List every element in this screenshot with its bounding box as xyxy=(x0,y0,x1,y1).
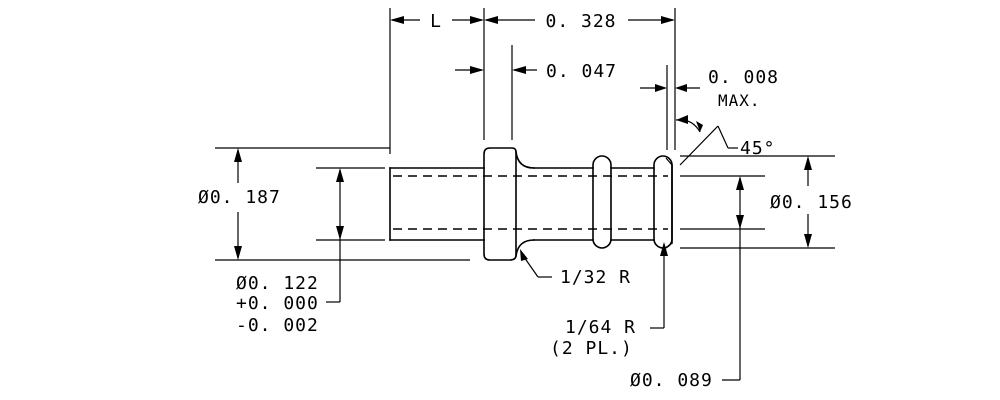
angle-chamfer-extension xyxy=(679,125,719,166)
dim-122-label: Ø0. 122 xyxy=(236,273,319,294)
dim-187-arrow-bottom xyxy=(234,246,242,260)
dimension-tip-chamfer: 0. 008 MAX. xyxy=(640,67,779,110)
part-outline xyxy=(389,147,673,261)
dim-l-arrow-left xyxy=(390,16,404,24)
dim-008-arrow-right xyxy=(675,84,687,92)
dim-187-label: Ø0. 187 xyxy=(198,187,281,208)
dim-089-arrow-top xyxy=(736,176,744,190)
fillet-leader-arrow xyxy=(520,249,528,261)
tip-chamfer-bottom xyxy=(665,242,673,249)
angle-arrow-top xyxy=(676,115,688,124)
groove-radius-label: 1/64 R xyxy=(565,317,636,338)
dim-089-arrow-bottom xyxy=(736,215,744,229)
dimension-collar-width: 0. 047 xyxy=(455,61,617,82)
dim-122-tol-minus: -0. 002 xyxy=(236,315,319,336)
dimension-bore-diameter: Ø0. 089 xyxy=(630,176,744,391)
dim-156-arrow-bottom xyxy=(804,234,812,248)
note-groove-radius: 1/64 R (2 PL.) xyxy=(550,242,668,359)
groove-2 xyxy=(653,155,673,249)
dim-008-label: 0. 008 xyxy=(708,67,779,88)
dim-047-arrow-right xyxy=(512,66,526,74)
dim-008-note: MAX. xyxy=(718,91,761,110)
dim-l-arrow-right xyxy=(470,16,484,24)
collar-outline xyxy=(483,147,517,261)
dim-156-label: Ø0. 156 xyxy=(770,192,853,213)
dimension-collar-diameter: Ø0. 187 xyxy=(198,148,281,260)
dimension-length-l: L xyxy=(390,11,484,32)
dim-122-arrow-top xyxy=(336,168,344,182)
dim-122-tol-plus: +0. 000 xyxy=(236,293,319,314)
dim-089-label: Ø0. 089 xyxy=(630,370,713,391)
dimension-overall-length: 0. 328 xyxy=(484,11,675,32)
note-fillet-radius: 1/32 R xyxy=(520,249,631,288)
dim-047-label: 0. 047 xyxy=(546,61,617,82)
dimension-body-diameter: Ø0. 156 xyxy=(770,156,853,248)
groove-leader-arrow xyxy=(660,242,668,256)
tip-chamfer-top xyxy=(665,157,673,166)
dim-156-arrow-top xyxy=(804,156,812,170)
dim-l-label: L xyxy=(430,11,442,32)
dim-047-arrow-left xyxy=(470,66,484,74)
angle-arrow-right xyxy=(696,121,703,132)
lower-fillet xyxy=(515,239,535,257)
dim-008-arrow-left xyxy=(655,84,667,92)
groove-1 xyxy=(592,155,612,249)
dim-328-arrow-left xyxy=(484,16,498,24)
fillet-leader xyxy=(523,256,539,278)
dim-187-arrow-top xyxy=(234,148,242,162)
dim-328-arrow-right xyxy=(661,16,675,24)
extension-lines xyxy=(215,8,835,261)
dim-45-label: 45° xyxy=(740,138,776,159)
dim-122-arrow-bottom xyxy=(336,226,344,240)
angle-leader xyxy=(717,125,729,149)
groove-radius-note: (2 PL.) xyxy=(550,338,633,359)
dim-328-label: 0. 328 xyxy=(545,11,616,32)
fillet-radius-label: 1/32 R xyxy=(560,267,631,288)
dimension-shank-diameter: Ø0. 122 +0. 000 -0. 002 xyxy=(236,168,344,336)
hidden-bore xyxy=(393,175,668,230)
dimension-chamfer-angle: 45° xyxy=(675,115,776,166)
upper-fillet xyxy=(515,151,535,169)
